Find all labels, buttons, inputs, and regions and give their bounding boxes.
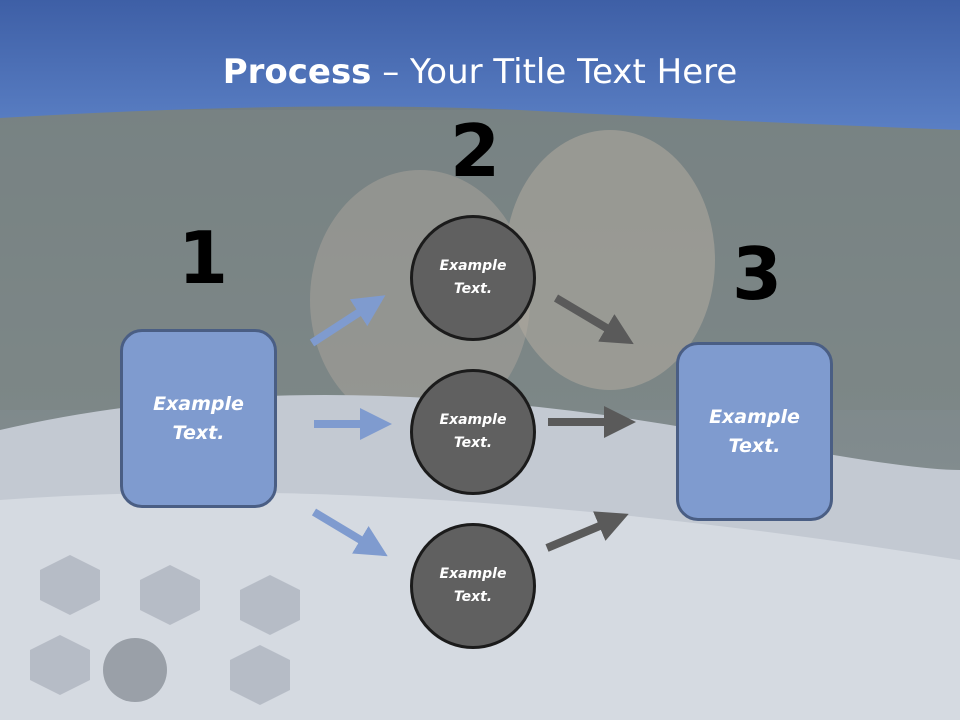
circle-2-line1: Example <box>439 412 507 428</box>
circle-3: Example Text. <box>410 523 536 649</box>
arrow-from-circle-3 <box>545 511 629 552</box>
right-text-box: Example Text. <box>676 342 833 521</box>
circle-3-line2: Text. <box>453 589 493 605</box>
left-text-box: Example Text. <box>120 329 277 508</box>
circle-1: Example Text. <box>410 215 536 341</box>
circle-3-line1: Example <box>439 566 507 582</box>
left-box-line1: Example <box>153 392 244 415</box>
left-box-line2: Text. <box>172 421 225 444</box>
circle-1-line2: Text. <box>453 281 493 297</box>
step-number-3: 3 <box>732 232 783 316</box>
right-box-line2: Text. <box>728 434 781 457</box>
arrow-to-circle-3 <box>311 508 388 557</box>
circle-1-line1: Example <box>439 258 507 274</box>
arrow-to-circle-1 <box>309 295 386 347</box>
right-box-line1: Example <box>709 405 800 428</box>
slide-title: Process – Your Title Text Here <box>0 52 960 92</box>
circle-2: Example Text. <box>410 369 536 495</box>
step-number-1: 1 <box>178 216 229 300</box>
title-rest: – Your Title Text Here <box>371 52 738 92</box>
title-bold: Process <box>222 52 372 92</box>
arrow-from-circle-1 <box>553 294 634 345</box>
step-number-2: 2 <box>450 109 501 193</box>
circle-2-line2: Text. <box>453 435 493 451</box>
